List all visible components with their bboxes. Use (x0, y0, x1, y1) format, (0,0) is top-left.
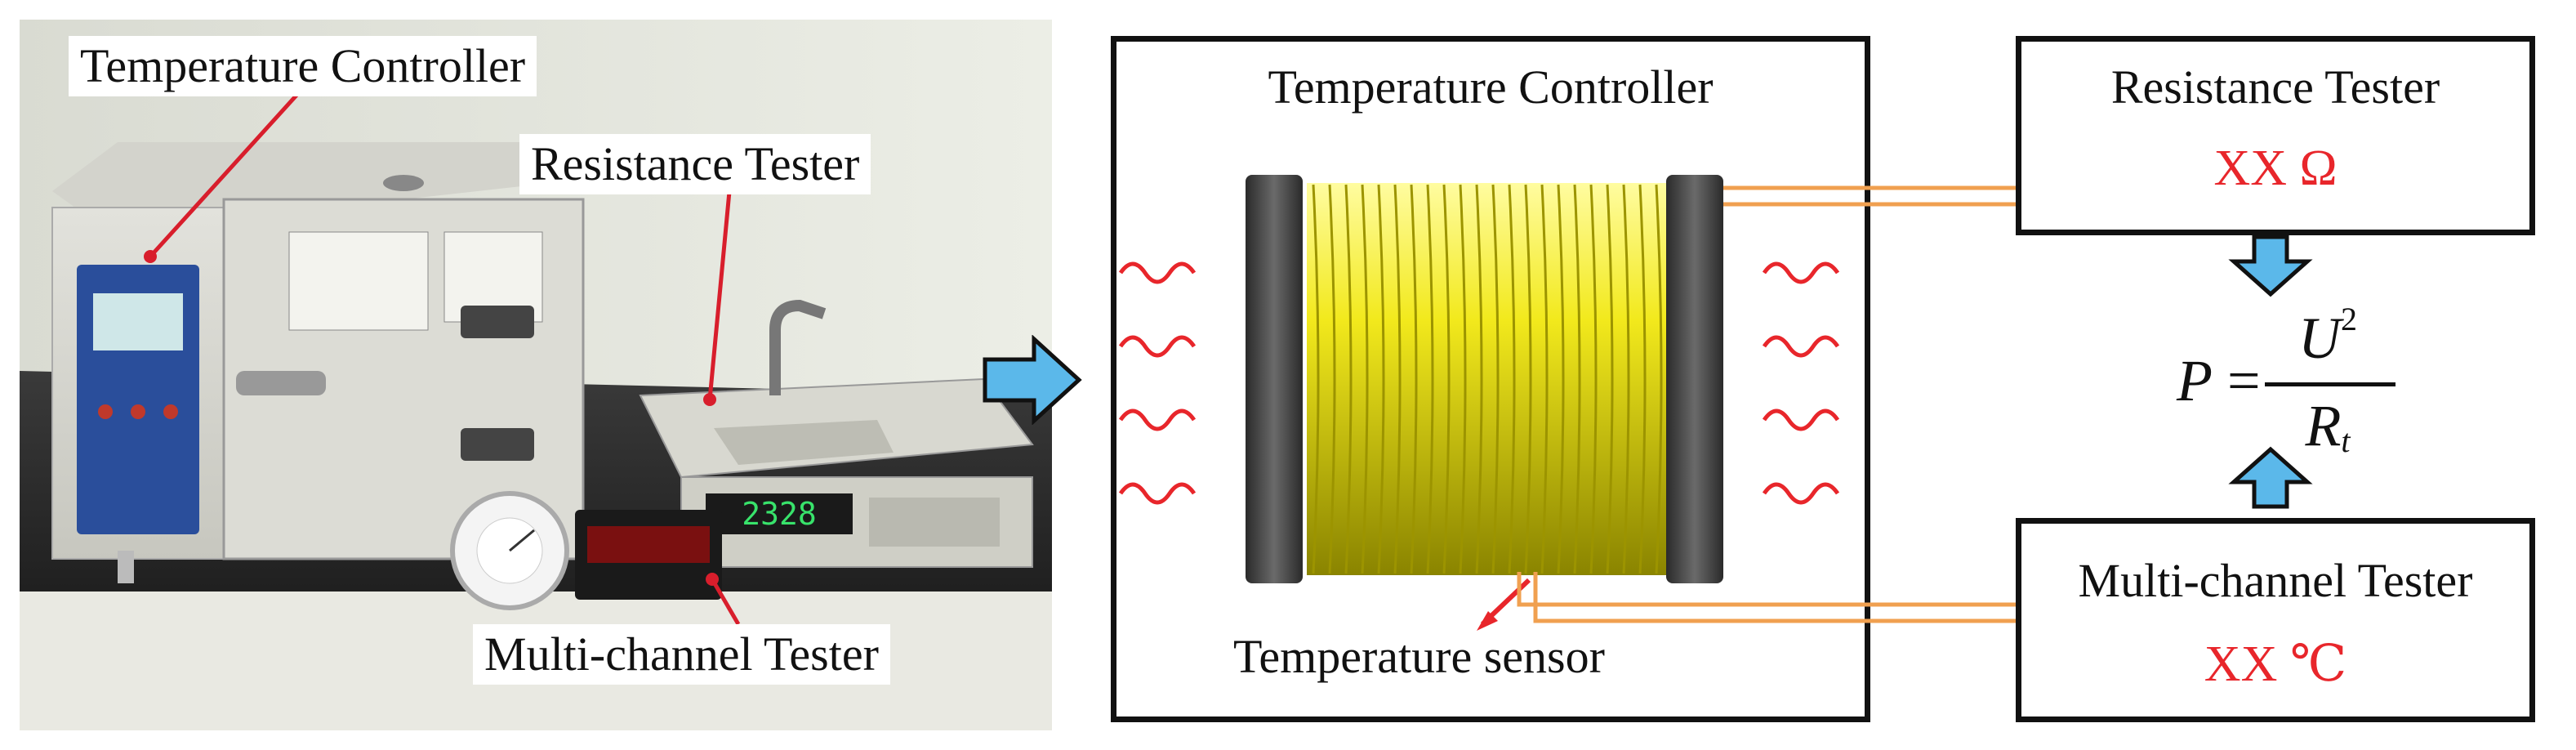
sensor-wire-2 (1533, 572, 2017, 623)
coil-turn (1655, 184, 1663, 574)
controller-box-title: Temperature Controller (1268, 60, 1714, 114)
coil-turn (1393, 184, 1402, 574)
callout-line-multichannel-tester (710, 578, 741, 626)
left-flange (1246, 175, 1303, 583)
heat-wave (1118, 408, 1197, 431)
coil-turn (1589, 184, 1598, 574)
formula-num-exponent: 2 (2341, 301, 2357, 337)
formula-lhs: P (2177, 348, 2213, 413)
label-resistance-tester: Resistance Tester (519, 134, 871, 194)
resistance-display-value: 2328 (742, 496, 817, 532)
coil-turn (1508, 184, 1516, 574)
heat-wave (1118, 482, 1197, 505)
sensor-pointer-head (1477, 611, 1498, 631)
right-arrow-icon (983, 335, 1082, 425)
coil-turn (1491, 184, 1500, 574)
multichannel-tester-title: Multi-channel Tester (2078, 554, 2473, 607)
down-arrow-icon (2228, 234, 2313, 297)
heat-wave (1118, 335, 1197, 358)
coil-turn (1475, 184, 1483, 574)
heat-wave (1762, 408, 1840, 431)
resistance-tester-title: Resistance Tester (2110, 60, 2440, 114)
coil-turn (1344, 184, 1353, 574)
callout-line-resistance-tester (707, 182, 733, 400)
coil-turn (1557, 184, 1565, 574)
coil-turn (1426, 184, 1434, 574)
label-multichannel-tester: Multi-channel Tester (473, 624, 890, 685)
sensor-wire-1 (1517, 572, 2017, 607)
temperature-sensor-label: Temperature sensor (1233, 630, 1605, 683)
formula-den-subscript: t (2341, 422, 2351, 459)
right-flange (1666, 175, 1723, 583)
coil-turn (1606, 184, 1614, 574)
coil-turn (1328, 184, 1336, 574)
coil-turns (1312, 184, 1663, 574)
coil-turn (1540, 184, 1549, 574)
heat-wave (1762, 335, 1840, 358)
callout-line-temperature-controller (149, 79, 311, 258)
multichannel-tester-box: Multi-channel Tester XX ℃ (2016, 518, 2535, 722)
coil-turn (1459, 184, 1467, 574)
formula-denominator: Rt (2271, 392, 2385, 460)
formula-equals: = (2227, 348, 2261, 413)
coil-turn (1377, 184, 1385, 574)
formula-numerator: U2 (2271, 301, 2385, 373)
coil-turn (1573, 184, 1581, 574)
heat-wave-icon (1118, 261, 1840, 505)
resistance-value: XX Ω (2213, 141, 2338, 196)
resistance-tester-box: Resistance Tester XX Ω (2016, 36, 2535, 235)
heat-wave (1762, 261, 1840, 284)
coil-turn (1312, 184, 1320, 574)
label-temperature-controller: Temperature Controller (69, 36, 537, 96)
formula-num-symbol: U (2298, 306, 2341, 371)
up-arrow-icon (2228, 446, 2313, 509)
coil-turn (1410, 184, 1418, 574)
multichannel-value: XX ℃ (2204, 636, 2347, 692)
heat-wave (1762, 482, 1840, 505)
heat-wave (1118, 261, 1197, 284)
coil-turn (1361, 184, 1369, 574)
power-formula: P = U2 Rt (2177, 301, 2396, 462)
coil-illustration (1118, 175, 1840, 631)
formula-den-symbol: R (2305, 393, 2342, 458)
formula-fraction-bar (2265, 382, 2396, 386)
coil-turn (1442, 184, 1451, 574)
equipment-photo: 2328 Temperature Controller Resistance T… (20, 20, 1052, 730)
coil-turn (1622, 184, 1630, 574)
coil-turn (1638, 184, 1647, 574)
coil-turn (1524, 184, 1532, 574)
